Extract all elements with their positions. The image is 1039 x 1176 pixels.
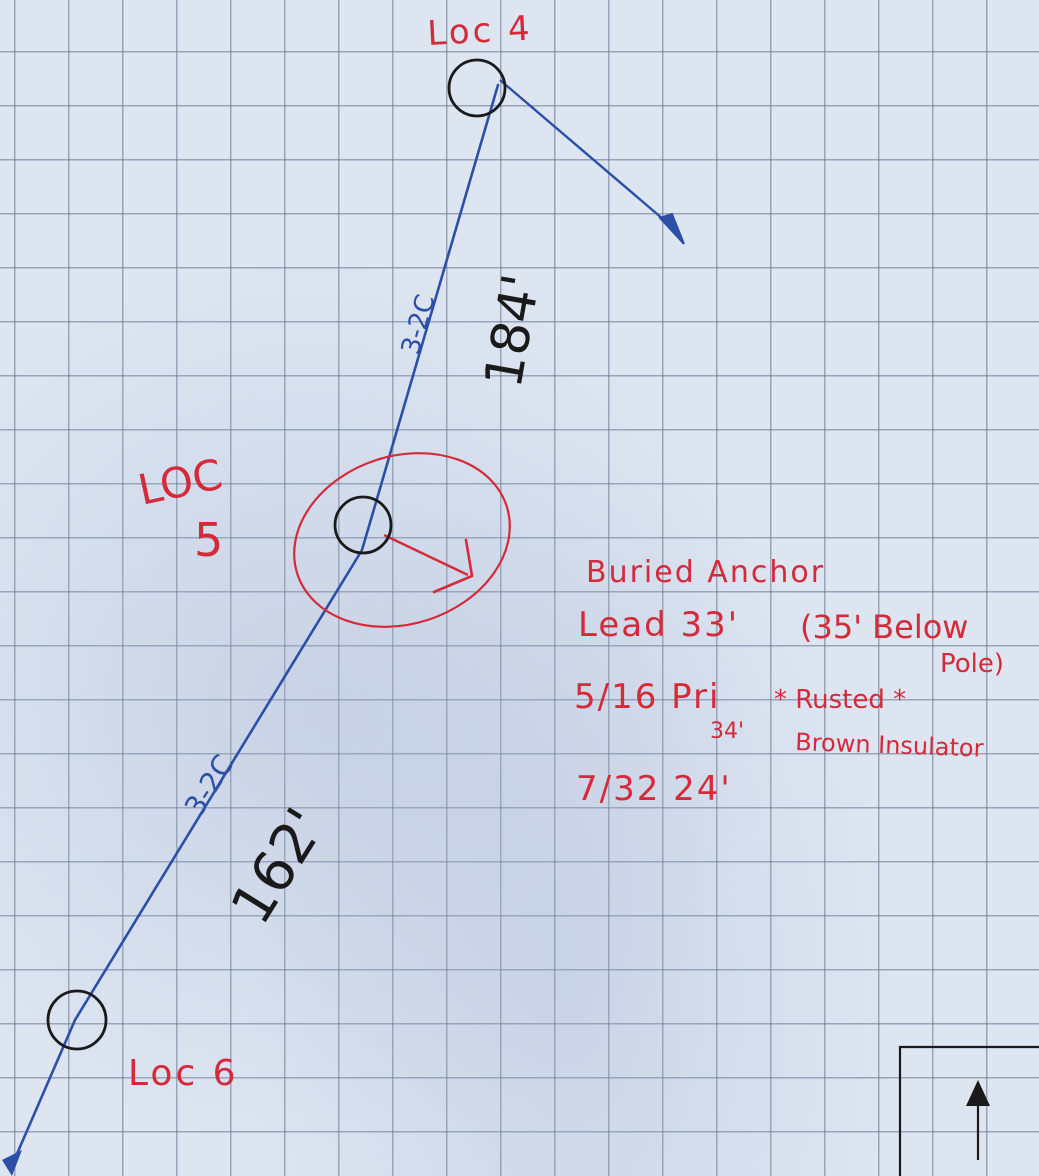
note-secondary: 7/32 24' xyxy=(576,769,732,809)
note-brown-insulator: Brown Insulator xyxy=(795,728,984,763)
north-arrow-box xyxy=(898,1045,1039,1176)
note-rusted: * Rusted * xyxy=(774,685,906,715)
loc5-pole-icon xyxy=(333,495,393,555)
note-primary-size: 5/16 Pri xyxy=(574,677,721,717)
loc4-guy-arrow-icon xyxy=(658,212,685,245)
loc4-pole-icon xyxy=(447,58,507,118)
note-below-pole: (35' Below xyxy=(800,608,968,646)
lower-span-cable-label: 3-2C xyxy=(178,749,241,822)
loc5-label-line2: 5 xyxy=(194,513,223,567)
loc6-label: Loc 6 xyxy=(128,1053,239,1094)
loc6-pole-icon xyxy=(46,989,108,1051)
conductor-line xyxy=(8,83,500,1172)
note-lead: Lead 33' xyxy=(578,605,739,645)
loc5-label-line1: LOC xyxy=(134,449,227,514)
loc4-label: Loc 4 xyxy=(426,9,533,54)
loc5-anchor-guy-line xyxy=(383,533,469,577)
line-continuation-arrow-icon xyxy=(2,1150,22,1176)
note-primary-length: 34' xyxy=(710,719,744,744)
upper-span-cable-label: 3-2C xyxy=(396,291,442,358)
note-pole: Pole) xyxy=(940,649,1004,679)
loc5-highlight-circle xyxy=(293,452,511,628)
loc5-anchor-icon xyxy=(432,538,474,594)
note-buried-anchor: Buried Anchor xyxy=(586,555,825,590)
upper-span-length-label: 184' xyxy=(474,270,553,392)
lower-span-length-label: 162' xyxy=(219,797,339,935)
north-arrow-icon xyxy=(966,1080,990,1106)
loc4-guy-line xyxy=(499,79,671,226)
